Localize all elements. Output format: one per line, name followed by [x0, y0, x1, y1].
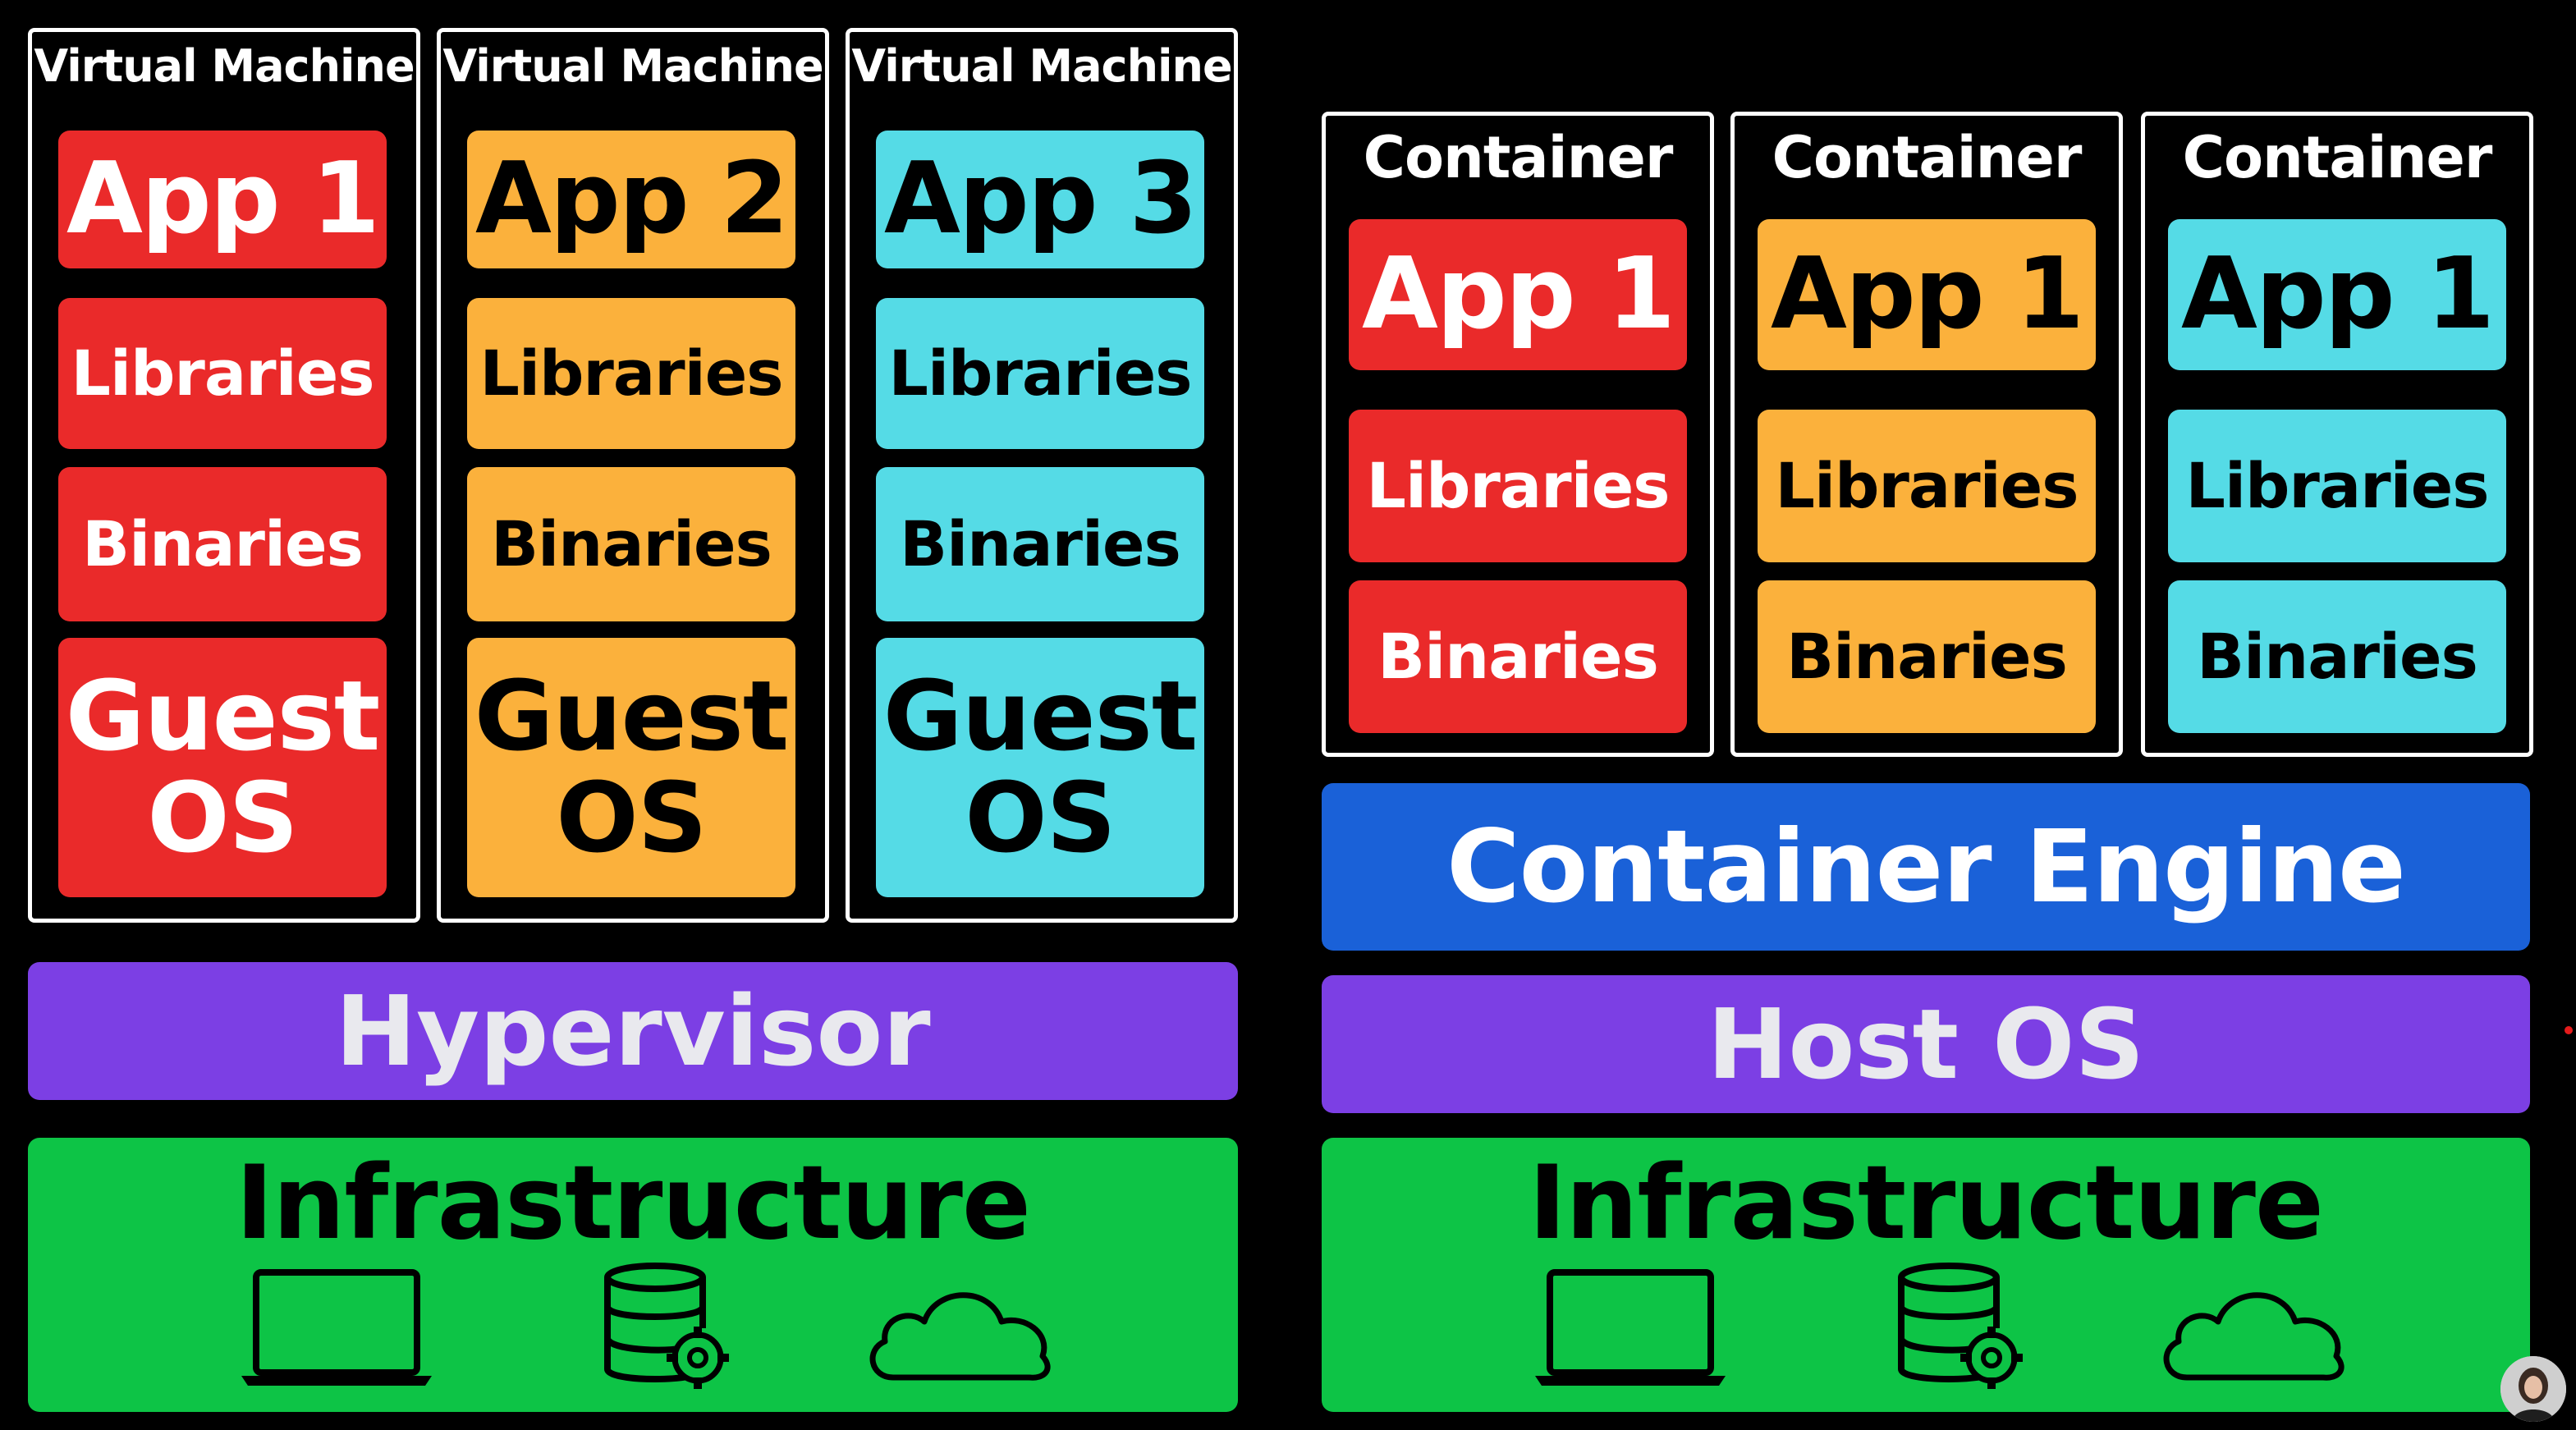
vm-binaries-block: Binaries: [876, 467, 1204, 621]
infrastructure-title: Infrastructure: [1528, 1144, 2324, 1263]
container-binaries-block: Binaries: [1349, 580, 1687, 733]
container-app-block: App 1: [1349, 219, 1687, 370]
vm-infrastructure-block: Infrastructure: [28, 1138, 1238, 1412]
vm-binaries-block: Binaries: [467, 467, 795, 621]
laptop-icon: [1535, 1269, 1726, 1386]
container-app-block: App 1: [2168, 219, 2506, 370]
infrastructure-title: Infrastructure: [235, 1144, 1031, 1263]
red-dot: [2565, 1026, 2573, 1034]
avatar: [2500, 1356, 2566, 1422]
virtual-machine-2: Virtual Machine App 2 Libraries Binaries…: [437, 28, 829, 923]
virtual-machine-1: Virtual Machine App 1 Libraries Binaries…: [28, 28, 420, 923]
cloud-icon: [2163, 1292, 2345, 1381]
container-app-block: App 1: [1758, 219, 2096, 370]
vm-app-block: App 3: [876, 131, 1204, 268]
container-infrastructure-block: Infrastructure: [1322, 1138, 2530, 1412]
container-2: Container App 1 Libraries Binaries: [1730, 112, 2123, 757]
database-gear-icon: [1898, 1263, 2023, 1389]
container-1: Container App 1 Libraries Binaries: [1322, 112, 1714, 757]
cloud-icon: [869, 1292, 1051, 1381]
hypervisor-bar: Hypervisor: [28, 962, 1238, 1100]
container-3: Container App 1 Libraries Binaries: [2141, 112, 2533, 757]
vm-app-block: App 2: [467, 131, 795, 268]
vm-guest-os-block: Guest OS: [467, 638, 795, 897]
container-libraries-block: Libraries: [1349, 410, 1687, 562]
vm-libraries-block: Libraries: [467, 298, 795, 449]
vm-guest-os-block: Guest OS: [58, 638, 387, 897]
container-title: Container: [1363, 124, 1674, 191]
vm-title: Virtual Machine: [442, 40, 823, 92]
container-binaries-block: Binaries: [1758, 580, 2096, 733]
database-gear-icon: [604, 1263, 729, 1389]
vm-app-block: App 1: [58, 131, 387, 268]
vm-title: Virtual Machine: [34, 40, 415, 92]
container-libraries-block: Libraries: [2168, 410, 2506, 562]
virtual-machine-3: Virtual Machine App 3 Libraries Binaries…: [846, 28, 1238, 923]
container-title: Container: [2182, 124, 2493, 191]
vm-libraries-block: Libraries: [58, 298, 387, 449]
vm-binaries-block: Binaries: [58, 467, 387, 621]
container-libraries-block: Libraries: [1758, 410, 2096, 562]
vm-guest-os-block: Guest OS: [876, 638, 1204, 897]
container-engine-bar: Container Engine: [1322, 783, 2530, 951]
vm-title: Virtual Machine: [851, 40, 1232, 92]
container-binaries-block: Binaries: [2168, 580, 2506, 733]
laptop-icon: [241, 1269, 432, 1386]
container-title: Container: [1772, 124, 2083, 191]
host-os-bar: Host OS: [1322, 975, 2530, 1113]
vm-libraries-block: Libraries: [876, 298, 1204, 449]
